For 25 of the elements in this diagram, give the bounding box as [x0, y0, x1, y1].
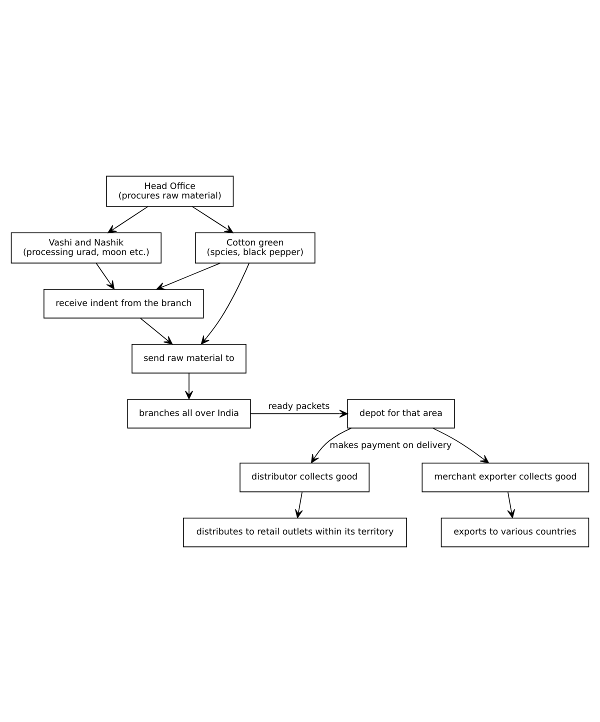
node-box: distributes to retail outlets within its territory: [183, 517, 407, 547]
edge-label: ready packets: [268, 401, 330, 412]
arrow: [507, 491, 516, 518]
arrow: [192, 206, 234, 233]
node-box: depot for that area: [347, 398, 455, 428]
node-box: merchant exporter collects good: [422, 462, 590, 492]
node-box: distributor collects good: [240, 462, 370, 492]
edge-label: makes payment on delivery: [330, 440, 452, 450]
node-box: Cotton green (spcies, black pepper): [195, 232, 316, 263]
node-box: Vashi and Nashik (processing urad, moon etc.): [10, 232, 162, 263]
arrow: [432, 427, 490, 463]
node-box: receive indent from the branch: [44, 288, 204, 318]
arrow: [96, 262, 114, 289]
arrow: [140, 317, 173, 344]
node-box: send raw material to: [132, 343, 246, 373]
arrow: [200, 262, 250, 344]
node-box: Head Office (procures raw material): [106, 175, 234, 206]
node-box: branches all over India: [127, 398, 251, 428]
node-box: exports to various countries: [440, 517, 590, 547]
arrow: [250, 409, 348, 418]
arrow: [311, 427, 352, 463]
arrow: [156, 262, 221, 290]
arrow: [108, 206, 148, 233]
arrow: [185, 372, 193, 399]
arrow: [294, 491, 303, 518]
